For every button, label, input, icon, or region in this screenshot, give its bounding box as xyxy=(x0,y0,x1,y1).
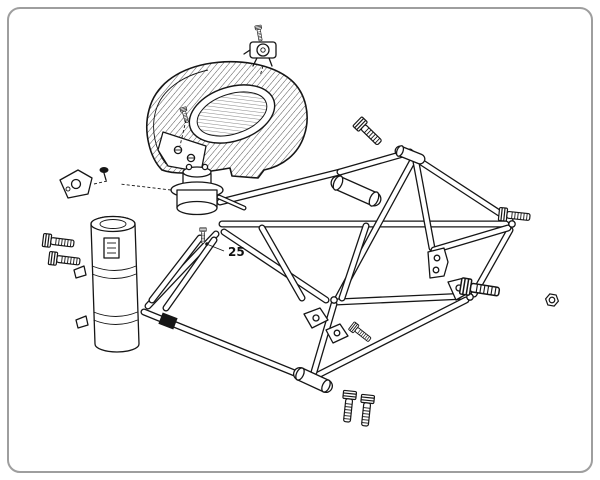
hex-bolt xyxy=(47,250,82,269)
left-bracket-group xyxy=(59,167,109,199)
sensor-foot xyxy=(252,57,258,67)
sensor-screw xyxy=(254,24,265,42)
cap-bolt xyxy=(201,163,209,171)
clamp-hook xyxy=(73,265,87,279)
clamp-band xyxy=(91,273,137,279)
sleeve-end xyxy=(368,191,380,207)
canister-body xyxy=(90,215,140,353)
shield-oval-inner xyxy=(196,91,268,137)
clamp-band xyxy=(93,311,138,317)
sensor-foot xyxy=(268,57,273,67)
page-border xyxy=(7,7,593,473)
bracket-hole xyxy=(333,329,341,337)
sensor-dial-center xyxy=(260,47,266,53)
leader-line xyxy=(179,119,187,147)
gusset xyxy=(508,220,516,228)
tube-band xyxy=(158,312,178,330)
leader-line xyxy=(119,183,172,191)
hex-bolt xyxy=(357,393,376,428)
gusset xyxy=(330,296,338,304)
hex-nut xyxy=(544,292,560,308)
hex-bolt xyxy=(339,389,358,424)
callout-dot xyxy=(205,242,209,246)
sleeve-end xyxy=(321,379,331,393)
washer-part xyxy=(99,167,109,173)
mount-bracket xyxy=(427,247,449,279)
callout-25: 25 xyxy=(199,227,245,259)
sleeve-end xyxy=(395,145,405,157)
bracket-hole xyxy=(70,178,82,190)
clamp-band xyxy=(91,265,137,271)
clamp-hook xyxy=(75,315,89,329)
bracket-hole xyxy=(432,266,440,274)
leader-line xyxy=(93,180,108,185)
clamp-band xyxy=(93,319,138,325)
canister-top xyxy=(90,215,136,233)
hex-bolt xyxy=(41,232,76,251)
leader-line xyxy=(208,244,225,252)
steering-base xyxy=(176,200,218,216)
bracket-hole xyxy=(312,314,320,322)
sensor-tab xyxy=(243,49,251,55)
cap-bolt xyxy=(185,163,193,171)
sensor-dial xyxy=(256,43,270,57)
reservoir-canister xyxy=(73,215,140,353)
bracket-hole xyxy=(65,186,71,192)
steering-head-assembly xyxy=(119,163,247,216)
hex-bolt xyxy=(352,116,385,149)
washer-stem xyxy=(103,172,107,181)
leader-line xyxy=(259,65,264,77)
heat-shield xyxy=(146,60,308,179)
sleeve-end xyxy=(295,367,305,381)
sleeve-end xyxy=(332,175,344,191)
callout-label: 25 xyxy=(228,245,245,259)
frame-crossmember xyxy=(293,145,426,393)
bracket-hole xyxy=(433,254,441,262)
hex-bolt xyxy=(347,321,374,345)
top-sensor-part xyxy=(243,24,277,77)
canister-opening xyxy=(99,219,127,229)
